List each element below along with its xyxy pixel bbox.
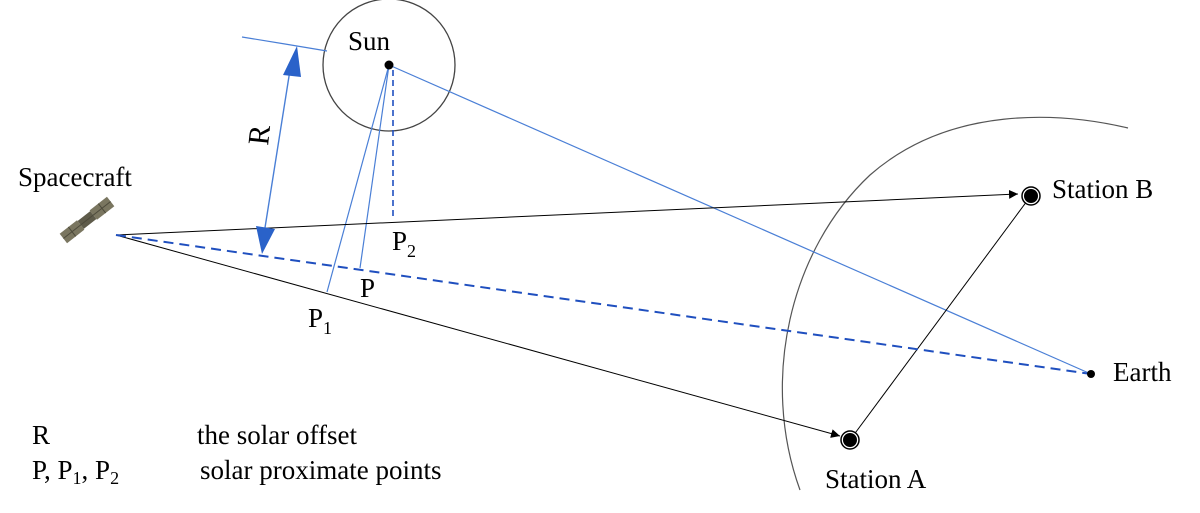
earth-label: Earth xyxy=(1113,357,1172,387)
r-arrow-shaft xyxy=(263,69,291,235)
legend-p-symbol-sub2: 2 xyxy=(110,468,120,488)
stationa-stationb-line xyxy=(849,196,1031,441)
p2-label-sub: 2 xyxy=(407,241,416,261)
legend-p-symbol: P, P1, P2 xyxy=(32,455,120,488)
earth-dot xyxy=(1087,370,1095,378)
legend-p-symbol-sub1: 1 xyxy=(72,468,82,488)
p1-label: P1 xyxy=(308,303,332,338)
legend-r-symbol: R xyxy=(32,420,51,450)
legend-r-text: the solar offset xyxy=(197,420,357,450)
sun-limb-line xyxy=(241,36,328,52)
sun-p1-line xyxy=(326,64,390,293)
legend-p-symbol-a: P, P xyxy=(32,455,73,485)
station-a-label: Station A xyxy=(825,464,927,494)
r-arrowhead-bottom xyxy=(256,226,275,254)
r-label: R xyxy=(242,123,277,146)
earth-horizon-arc xyxy=(781,116,1129,491)
legend-p-symbol-b: , P xyxy=(81,455,111,485)
r-arrowhead-top xyxy=(283,46,301,77)
station-b-marker xyxy=(1021,186,1041,206)
sun-label: Sun xyxy=(348,26,391,56)
station-a-marker xyxy=(840,430,860,450)
p1-label-base: P xyxy=(308,303,323,333)
p1-label-sub: 1 xyxy=(323,318,332,338)
sun-earth-line xyxy=(388,64,1092,375)
spacecraft-earth-dashed-line xyxy=(115,234,1092,375)
p2-label-base: P xyxy=(392,226,407,256)
legend-p-text: solar proximate points xyxy=(200,455,442,485)
spacecraft-stationa-line xyxy=(115,234,841,438)
spacecraft-label: Spacecraft xyxy=(18,162,132,192)
sun-circle xyxy=(322,0,456,132)
satellite-icon xyxy=(59,196,115,244)
station-b-label: Station B xyxy=(1052,174,1153,204)
p-label: P xyxy=(360,273,375,303)
sun-p-line xyxy=(359,64,390,269)
p2-label: P2 xyxy=(392,226,416,261)
spacecraft-stationb-line xyxy=(115,189,1019,236)
sun-center-dot xyxy=(384,60,394,70)
